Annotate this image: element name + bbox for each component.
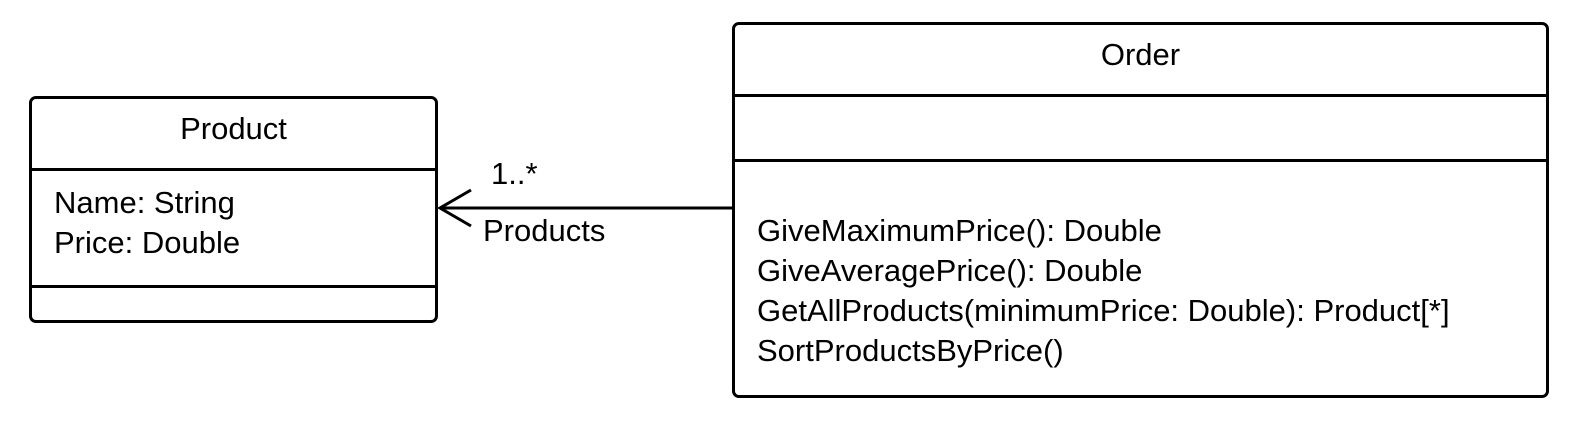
order-operation: GetAllProducts(minimumPrice: Double): Pr… [757,293,1450,328]
product-class-name: Product [180,111,287,146]
order-operations-compartment: GiveMaximumPrice(): Double GiveAveragePr… [735,211,1546,371]
product-attribute: Name: String [54,185,235,220]
product-name-divider [32,168,435,171]
order-operation: SortProductsByPrice() [757,333,1064,368]
product-class-box[interactable]: Product Name: String Price: Double [29,96,438,323]
order-class-name: Order [1100,37,1181,72]
order-attributes-divider [735,159,1546,162]
order-name-divider [735,94,1546,97]
navigability-arrowhead-icon [437,188,472,228]
product-attributes-compartment: Name: String Price: Double [32,183,435,263]
association-role-name: Products [483,213,606,248]
order-class-box[interactable]: Order GiveMaximumPrice(): Double GiveAve… [732,22,1549,398]
product-attribute: Price: Double [54,225,241,260]
association-multiplicity: 1..* [491,156,538,191]
product-attributes-divider [32,285,435,288]
order-operation: GiveAveragePrice(): Double [757,253,1143,288]
order-operation: GiveMaximumPrice(): Double [757,213,1162,248]
